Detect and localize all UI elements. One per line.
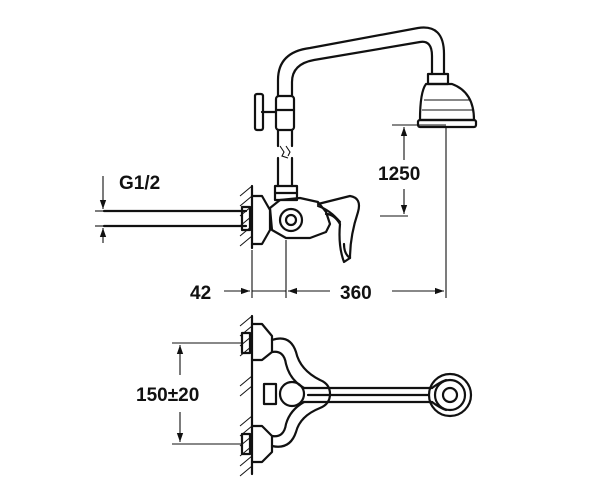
shower-head-top [427, 372, 473, 418]
wall-top [239, 314, 254, 477]
thread-label: G1/2 [119, 173, 160, 194]
shower-head [416, 72, 478, 129]
dimension-height: 1250 [378, 124, 446, 217]
center-distance-label: 150±20 [136, 385, 199, 406]
riser-pipe [276, 128, 294, 188]
shower-arm [276, 26, 446, 98]
lever-handle [316, 194, 361, 264]
inlet-upper [240, 322, 274, 362]
inlet-lower [240, 424, 274, 464]
top-view [239, 314, 473, 477]
dimension-center-distance: 150±20 [136, 342, 242, 445]
wall-offset-label: 42 [190, 283, 211, 304]
projection-label: 360 [340, 283, 372, 304]
dimension-horizontal: 42 360 [190, 128, 447, 304]
flange-side [250, 194, 272, 246]
mixer-body-top [262, 337, 332, 448]
side-view [102, 26, 478, 264]
shutoff-valve [253, 92, 296, 132]
dimension-thread: G1/2 [95, 173, 160, 243]
height-label: 1250 [378, 164, 420, 185]
supply-pipe [102, 205, 252, 232]
mixer-body-side [268, 184, 332, 240]
